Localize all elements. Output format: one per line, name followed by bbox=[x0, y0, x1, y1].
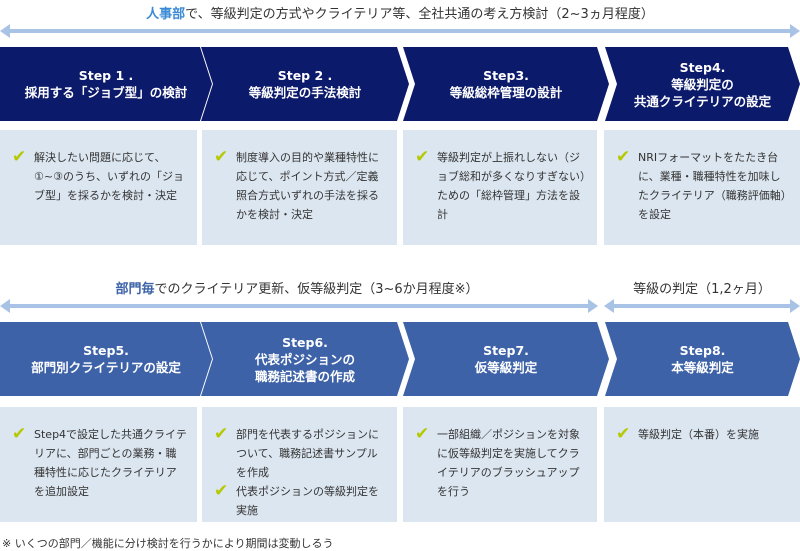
step-2-chevron: Step 2 . 等級判定の手法検討 bbox=[201, 47, 409, 121]
step-title-line1: Step 2 . bbox=[277, 68, 333, 83]
check-icon: ✔ bbox=[214, 481, 229, 501]
item-text: NRIフォーマットをたたき台に、業種・職種特性を加味したクライテリア（職務評価軸… bbox=[638, 151, 787, 221]
step-title-line1: Step3. bbox=[483, 68, 529, 83]
item-text: 等級判定（本番）を実施 bbox=[638, 428, 759, 441]
step-5-card: ✔ Step4で設定した共通クライテリアに、部門ごとの業務・職種特性に応じたクライ… bbox=[0, 407, 197, 522]
step-title-line3: 職務記述書の作成 bbox=[254, 368, 355, 384]
item-text: 部門を代表するポジションについて、職務記述書サンプルを作成 bbox=[236, 428, 379, 479]
footnote: ※ いくつの部門／機能に分け検討を行うかにより期間は変動しるう bbox=[2, 537, 334, 550]
list-item: ✔ 部門を代表するポジションについて、職務記述書サンプルを作成 bbox=[214, 425, 387, 482]
check-icon: ✔ bbox=[616, 147, 631, 167]
step-title-line1: Step8. bbox=[679, 343, 726, 358]
step-8-chevron: Step8. 本等級判定 bbox=[605, 322, 800, 396]
step-title-line2: 等級判定の bbox=[671, 76, 734, 92]
list-item: ✔ Step4で設定した共通クライテリアに、部門ごとの業務・職種特性に応じたクライ… bbox=[12, 425, 187, 501]
step-title-line1: Step5. bbox=[83, 343, 129, 358]
list-item: ✔ 等級判定（本番）を実施 bbox=[616, 425, 790, 444]
step-4-card: ✔ NRIフォーマットをたたき台に、業種・職種特性を加味したクライテリア（職務評価… bbox=[604, 130, 800, 245]
step-title-line1: Step 1 . bbox=[78, 68, 134, 83]
step-2-card: ✔ 制度導入の目的や業種特性に応じて、ポイント方式／定義照合方式いずれの手法を採る… bbox=[202, 130, 397, 245]
step-6-card: ✔ 部門を代表するポジションについて、職務記述書サンプルを作成 ✔ 代表ポジションの等… bbox=[202, 407, 397, 522]
phase1-label: 人事部で、等級判定の方式やクライテリア等、全社共通の考え方検討（2~3ヵ月程度） bbox=[146, 7, 654, 22]
item-text: 一部組織／ポジションを対象に仮等級判定を実施してクライテリアのブラッシュアップを… bbox=[437, 428, 580, 498]
step-title-line2: 本等級判定 bbox=[671, 360, 734, 375]
step-7-card: ✔ 一部組織／ポジションを対象に仮等級判定を実施してクライテリアのブラッシュアップ… bbox=[403, 407, 597, 522]
step-8-card: ✔ 等級判定（本番）を実施 bbox=[604, 407, 800, 522]
list-item: ✔ 等級判定が上振れしない（ジョブ総和が多くなりすぎない）ための「総枠管理」方法を… bbox=[415, 148, 587, 224]
step-1-chevron: Step 1 . 採用する「ジョブ型」の検討 bbox=[0, 47, 212, 121]
step-1-card: ✔ 解決したい問題に応じて、①~③のうち、いずれの「ジョブ型」を採るかを検討・決定 bbox=[0, 130, 197, 245]
check-icon: ✔ bbox=[214, 424, 229, 444]
check-icon: ✔ bbox=[616, 424, 631, 444]
step-title-line2: 代表ポジションの bbox=[254, 351, 355, 367]
list-item: ✔ 解決したい問題に応じて、①~③のうち、いずれの「ジョブ型」を採るかを検討・決定 bbox=[12, 148, 187, 205]
check-icon: ✔ bbox=[214, 147, 229, 167]
step-3-card: ✔ 等級判定が上振れしない（ジョブ総和が多くなりすぎない）ための「総枠管理」方法を… bbox=[403, 130, 597, 245]
list-item: ✔ NRIフォーマットをたたき台に、業種・職種特性を加味したクライテリア（職務評価… bbox=[616, 148, 790, 224]
step-title-line2: 等級判定の手法検討 bbox=[248, 85, 362, 100]
step-3-chevron: Step3. 等級総枠管理の設計 bbox=[403, 47, 609, 121]
step-5-chevron: Step5. 部門別クライテリアの設定 bbox=[0, 322, 212, 396]
phase1-arrow bbox=[0, 24, 800, 38]
item-text: 代表ポジションの等級判定を実施 bbox=[236, 485, 379, 517]
check-icon: ✔ bbox=[415, 424, 430, 444]
phase3-label: 等級の判定（1,2ヶ月） bbox=[633, 282, 771, 297]
phase2-arrow bbox=[0, 299, 598, 313]
step-4-chevron: Step4.等級判定の共通クライテリアの設定 bbox=[605, 47, 800, 121]
step-title-line3: 共通クライテリアの設定 bbox=[633, 93, 772, 109]
check-icon: ✔ bbox=[12, 147, 27, 167]
item-text: 制度導入の目的や業種特性に応じて、ポイント方式／定義照合方式いずれの手法を採るか… bbox=[236, 151, 379, 221]
step-title-line2: 仮等級判定 bbox=[474, 360, 538, 375]
step-title-line2: 採用する「ジョブ型」の検討 bbox=[24, 85, 188, 100]
step-title-line2: 部門別クライテリアの設定 bbox=[31, 360, 181, 375]
check-icon: ✔ bbox=[415, 147, 430, 167]
step-6-chevron: Step6.代表ポジションの職務記述書の作成 bbox=[201, 322, 409, 396]
phase3-arrow bbox=[604, 299, 800, 313]
step-title-line1: Step6. bbox=[282, 334, 328, 350]
step-title-line1: Step7. bbox=[483, 343, 529, 358]
step-title-line2: 等級総枠管理の設計 bbox=[449, 85, 563, 100]
item-text: 等級判定が上振れしない（ジョブ総和が多くなりすぎない）ための「総枠管理」方法を設… bbox=[437, 151, 586, 221]
item-text: Step4で設定した共通クライテリアに、部門ごとの業務・職種特性に応じたクライテ… bbox=[34, 428, 187, 498]
check-icon: ✔ bbox=[12, 424, 27, 444]
item-text: 解決したい問題に応じて、①~③のうち、いずれの「ジョブ型」を採るかを検討・決定 bbox=[34, 151, 184, 202]
step-7-chevron: Step7. 仮等級判定 bbox=[403, 322, 609, 396]
phase2-label: 部門毎でのクライテリア更新、仮等級判定（3~6か月程度※） bbox=[115, 282, 479, 297]
list-item: ✔ 制度導入の目的や業種特性に応じて、ポイント方式／定義照合方式いずれの手法を採る… bbox=[214, 148, 387, 224]
list-item: ✔ 代表ポジションの等級判定を実施 bbox=[214, 482, 387, 520]
step-title-line1: Step4. bbox=[679, 59, 726, 75]
list-item: ✔ 一部組織／ポジションを対象に仮等級判定を実施してクライテリアのブラッシュアップ… bbox=[415, 425, 587, 501]
